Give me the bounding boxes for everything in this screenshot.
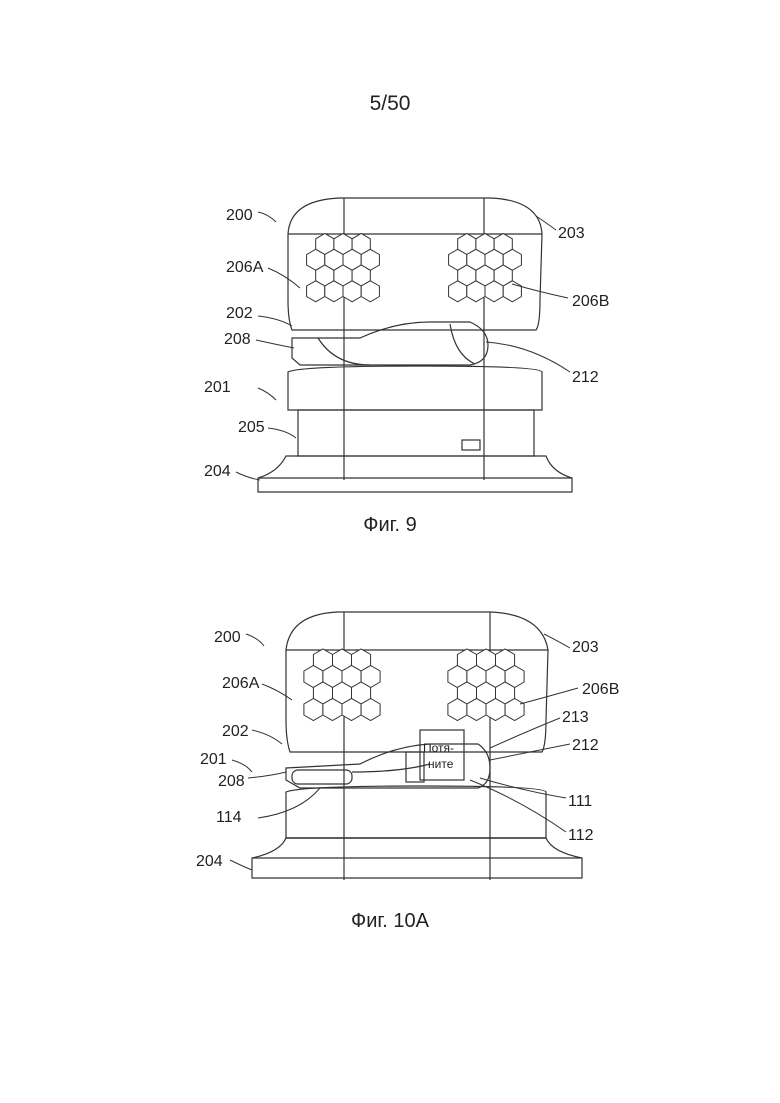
vent-pattern-206A-10a	[304, 649, 380, 721]
label-112: 112	[568, 827, 594, 844]
pull-tab-text-2: ните	[428, 757, 454, 771]
vent-hexagon	[505, 699, 524, 721]
vent-hexagon	[448, 699, 467, 721]
label-212-10a: 212	[572, 737, 599, 754]
pull-strip-band-10a	[286, 744, 490, 788]
vent-hexagon	[361, 699, 380, 721]
label-201-10a: 201	[200, 751, 227, 768]
label-111: 111	[568, 793, 592, 810]
lower-ring-10a	[286, 786, 546, 838]
vent-hexagon	[342, 699, 361, 721]
vent-hexagon	[467, 699, 486, 721]
vent-hexagon	[304, 699, 323, 721]
vent-hexagon	[323, 699, 342, 721]
pull-tab[interactable]	[420, 730, 464, 780]
figure-10a-caption: Фиг. 10A	[0, 910, 780, 933]
figure-10a-drawing: Потя- ните 200 203 206A 206B 213 202 212…	[0, 0, 780, 920]
label-206B-10a: 206B	[582, 681, 619, 698]
figure-10a-labels: 200 203 206A 206B 213 202 212 201 208 11…	[196, 629, 619, 870]
vent-hexagon	[486, 699, 505, 721]
label-202-10a: 202	[222, 723, 249, 740]
pull-tab-text-1: Потя-	[423, 741, 454, 755]
label-200-10a: 200	[214, 629, 241, 646]
pull-strip-inner	[292, 770, 352, 784]
label-204-10a: 204	[196, 853, 223, 870]
label-203-10a: 203	[572, 639, 599, 656]
label-208-10a: 208	[218, 773, 245, 790]
vent-pattern-206B-10a	[448, 649, 524, 721]
label-206A-10a: 206A	[222, 675, 260, 692]
label-114: 114	[216, 809, 242, 826]
label-213: 213	[562, 709, 589, 726]
